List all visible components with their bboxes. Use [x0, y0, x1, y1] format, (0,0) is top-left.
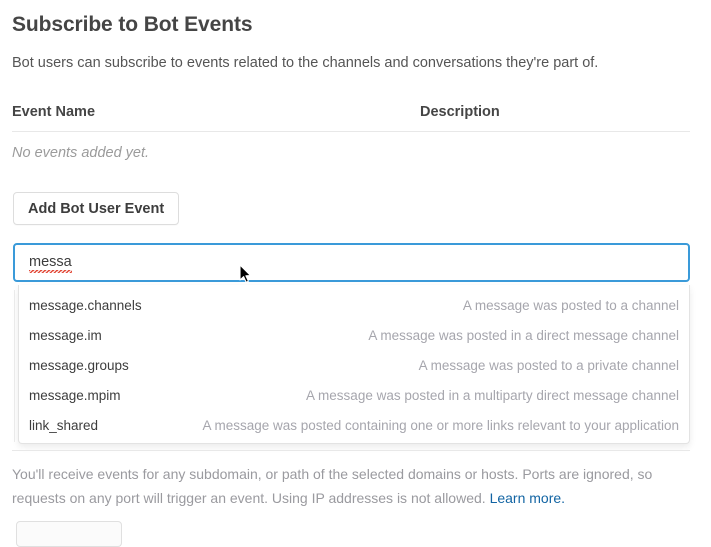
page-title: Subscribe to Bot Events [12, 13, 253, 36]
dropdown-item-name: link_shared [29, 417, 99, 433]
dropdown-item-description: A message was posted in a multiparty dir… [306, 387, 679, 403]
events-table-header: Event Name Description [12, 104, 690, 124]
dropdown-item-message-channels[interactable]: message.channels A message was posted to… [19, 290, 689, 320]
dropdown-item-name: message.mpim [29, 387, 121, 403]
dropdown-item-description: A message was posted in a direct message… [368, 327, 679, 343]
event-search-value[interactable]: messa [29, 254, 72, 273]
learn-more-link[interactable]: Learn more. [489, 490, 566, 506]
dropdown-item-name: message.groups [29, 357, 129, 373]
dropdown-item-name: message.channels [29, 297, 142, 313]
column-header-description: Description [420, 104, 500, 120]
domains-note-text: You'll receive events for any subdomain,… [12, 466, 653, 506]
dropdown-item-name: message.im [29, 327, 102, 343]
column-header-event-name: Event Name [12, 104, 96, 120]
add-bot-user-event-button[interactable]: Add Bot User Event [13, 192, 180, 225]
events-table-empty-state: No events added yet. [12, 145, 150, 161]
dropdown-item-message-mpim[interactable]: message.mpim A message was posted in a m… [19, 380, 689, 410]
event-search-field[interactable]: messa [13, 243, 690, 282]
add-bot-user-event-label: Add Bot User Event [28, 200, 165, 217]
dropdown-item-description: A message was posted containing one or m… [202, 417, 679, 433]
dropdown-item-link-shared[interactable]: link_shared A message was posted contain… [19, 410, 689, 440]
dropdown-item-description: A message was posted to a channel [462, 297, 679, 313]
dropdown-item-message-groups[interactable]: message.groups A message was posted to a… [19, 350, 689, 380]
bottom-divider [12, 450, 690, 451]
dropdown-item-message-im[interactable]: message.im A message was posted in a dir… [19, 320, 689, 350]
table-header-divider [12, 131, 690, 132]
domains-note: You'll receive events for any subdomain,… [12, 462, 684, 510]
event-search-text: messa [29, 254, 72, 273]
event-search-dropdown[interactable]: message.channels A message was posted to… [18, 285, 690, 444]
dropdown-item-description: A message was posted to a private channe… [418, 357, 679, 373]
page-subtitle: Bot users can subscribe to events relate… [12, 55, 599, 71]
bottom-action-button[interactable] [16, 521, 122, 547]
underlying-panel-edge [14, 290, 15, 442]
bot-events-page: Subscribe to Bot Events Bot users can su… [12, 13, 690, 547]
